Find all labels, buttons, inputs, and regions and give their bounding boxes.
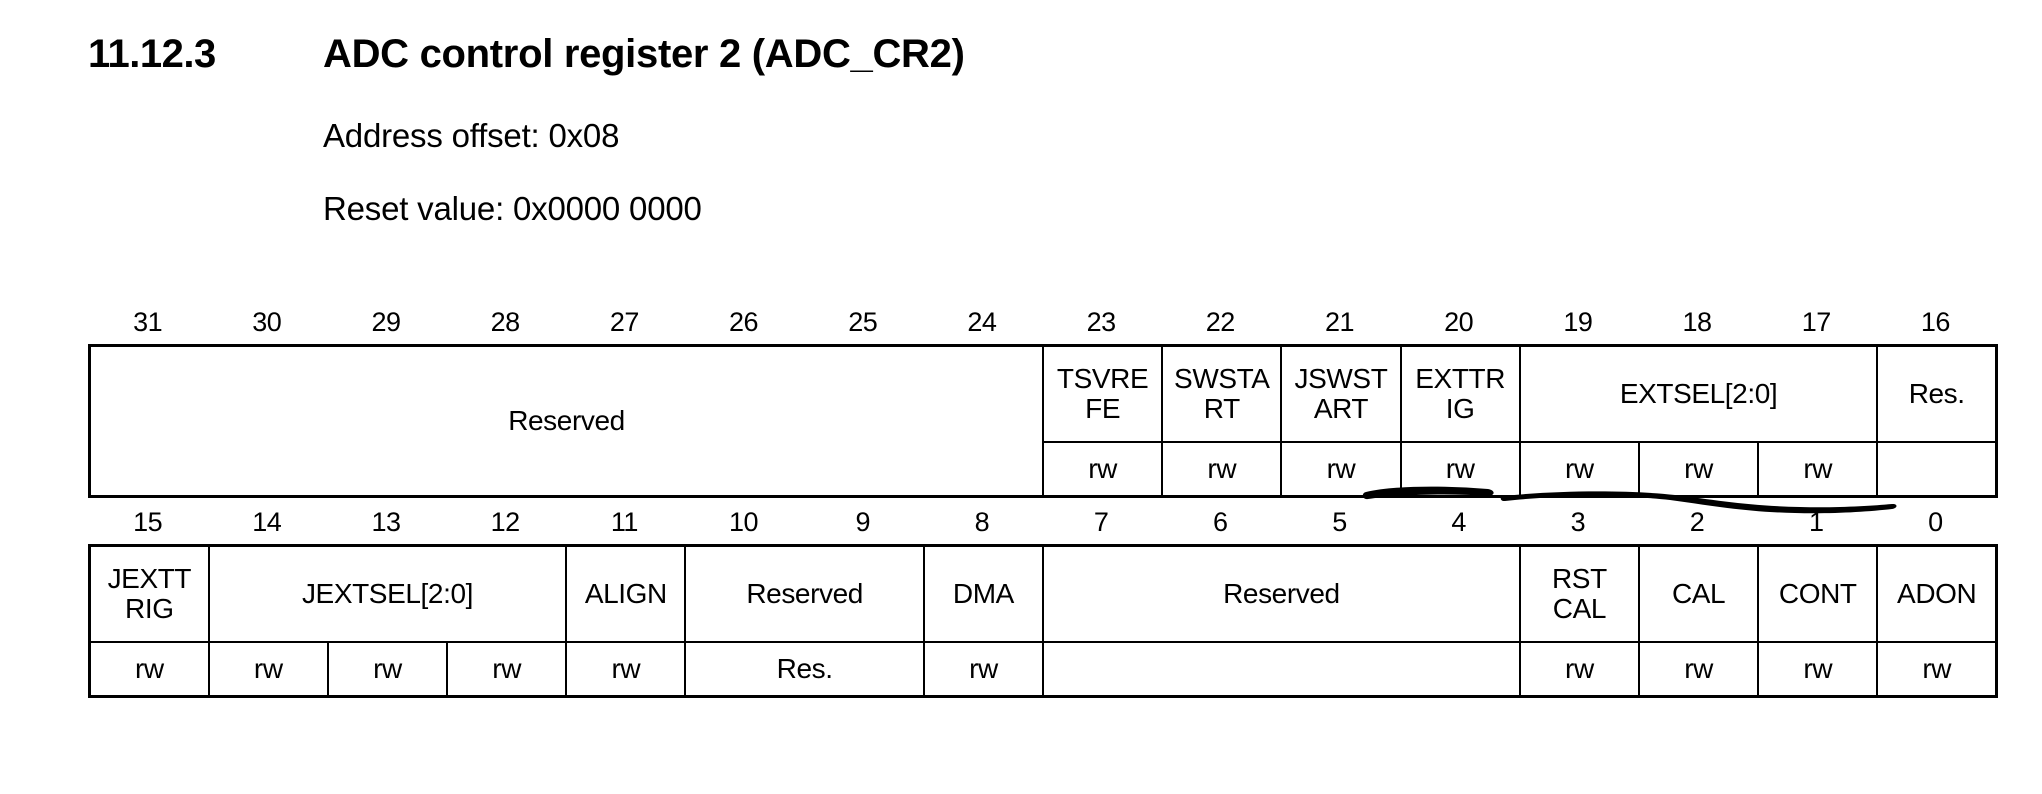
field-cell-reserved: Reserved xyxy=(88,344,1045,498)
access-cell-rw: rw xyxy=(565,641,687,698)
bit-number-2: 2 xyxy=(1689,507,1705,537)
bit-number-13: 13 xyxy=(371,507,401,537)
access-cell-empty xyxy=(1876,441,1998,498)
access-cell-rw: rw xyxy=(1757,641,1879,698)
bit-number-26: 26 xyxy=(729,307,759,337)
bit-number-6: 6 xyxy=(1213,507,1228,537)
field-cell-res: Res. xyxy=(1876,344,1998,443)
bit-number-15: 15 xyxy=(133,507,163,537)
page-title: ADC control register 2 (ADC_CR2) xyxy=(323,32,965,76)
bit-number-14: 14 xyxy=(252,507,282,537)
access-cell-rw: rw xyxy=(88,641,210,698)
bit-number-29: 29 xyxy=(371,307,401,337)
access-cell-res: Res. xyxy=(684,641,925,698)
bit-number-27: 27 xyxy=(609,307,640,337)
field-cell-dma: DMA xyxy=(922,544,1045,643)
access-cell-rw: rw xyxy=(207,641,329,698)
field-cell-jextsel-2-0: JEXTSEL[2:0] xyxy=(207,544,568,643)
access-cell-rw: rw xyxy=(1518,641,1640,698)
section-number: 11.12.3 xyxy=(88,32,216,76)
bit-number-17: 17 xyxy=(1801,307,1832,337)
bit-number-22: 22 xyxy=(1205,307,1236,337)
bit-number-7: 7 xyxy=(1093,507,1109,537)
access-cell-rw: rw xyxy=(1637,641,1760,698)
access-cell-rw: rw xyxy=(1042,441,1164,498)
bit-number-25: 25 xyxy=(848,307,878,337)
field-cell-cal: CAL xyxy=(1637,544,1760,643)
access-cell-rw: rw xyxy=(922,641,1045,698)
access-cell-rw: rw xyxy=(326,641,449,698)
access-cell-empty xyxy=(1042,641,1521,698)
field-cell-align: ALIGN xyxy=(565,544,687,643)
bit-number-row-high: 31 30 29 28 27 26 25 24 23 22 21 20 19 18 17 16 xyxy=(88,300,1995,344)
bit-number-30: 30 xyxy=(252,307,282,337)
bit-number-3: 3 xyxy=(1570,507,1586,537)
access-cell-rw: rw xyxy=(1399,441,1521,498)
access-cell-rw: rw xyxy=(1161,441,1283,498)
bit-number-8: 8 xyxy=(974,507,990,537)
access-cell-rw: rw xyxy=(1876,641,1998,698)
address-offset-label: Address offset: 0x08 xyxy=(323,117,620,154)
bit-number-19: 19 xyxy=(1563,307,1593,337)
access-cell-rw: rw xyxy=(1518,441,1640,498)
access-cell-rw: rw xyxy=(1757,441,1879,498)
bit-number-24: 24 xyxy=(967,307,997,337)
access-cell-rw: rw xyxy=(446,641,568,698)
bit-number-31: 31 xyxy=(133,307,163,337)
field-cell-reserved: Reserved xyxy=(684,544,925,643)
bit-number-12: 12 xyxy=(490,507,521,537)
bit-number-1: 1 xyxy=(1808,507,1824,537)
bit-number-20: 20 xyxy=(1444,307,1474,337)
bit-number-23: 23 xyxy=(1086,307,1117,337)
bit-number-5: 5 xyxy=(1332,507,1347,537)
section-heading: 11.12.3 ADC control register 2 (ADC_CR2) xyxy=(88,32,965,77)
bit-number-18: 18 xyxy=(1682,307,1713,337)
bit-number-10: 10 xyxy=(729,507,759,537)
bit-number-16: 16 xyxy=(1920,307,1951,337)
bit-number-9: 9 xyxy=(855,507,870,537)
field-cell-cont: CONT xyxy=(1757,544,1879,643)
field-cell-extsel-2-0: EXTSEL[2:0] xyxy=(1518,344,1879,443)
access-cell-rw: rw xyxy=(1280,441,1402,498)
bit-number-0: 0 xyxy=(1928,507,1943,537)
bit-number-11: 11 xyxy=(610,507,639,537)
field-cell-reserved: Reserved xyxy=(1042,544,1521,643)
bit-number-28: 28 xyxy=(490,307,521,337)
access-cell-rw: rw xyxy=(1637,441,1760,498)
register-high-word: 31 30 29 28 27 26 25 24 23 22 21 20 19 18 17 16 Reserve… xyxy=(88,300,1999,498)
reset-value-label: Reset value: 0x0000 0000 xyxy=(323,190,702,227)
bit-number-21: 21 xyxy=(1324,307,1355,337)
bit-number-4: 4 xyxy=(1451,507,1466,537)
field-cell-adon: ADON xyxy=(1876,544,1998,643)
